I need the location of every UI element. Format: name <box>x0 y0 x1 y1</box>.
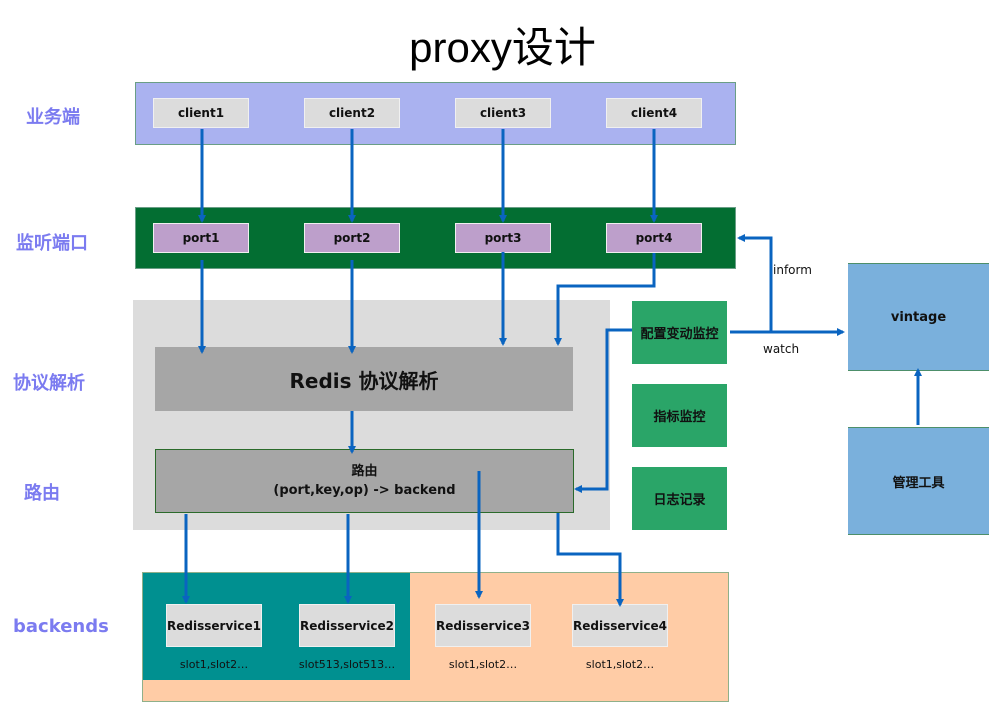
arrow-inform <box>737 234 773 332</box>
edge-label-watch: watch <box>763 342 800 356</box>
config-change-monitor[interactable]: 配置变动监控 <box>632 301 727 364</box>
router-title: 路由 <box>351 464 378 479</box>
backend-service-1[interactable]: Redisservice1 <box>166 604 262 647</box>
layer-label-clients: 业务端 <box>26 107 80 128</box>
layer-label-routing: 路由 <box>24 483 60 504</box>
client-box-4[interactable]: client4 <box>606 98 702 128</box>
backend-slots-2: slot513,slot513… <box>298 658 396 671</box>
router-box[interactable]: 路由 (port,key,op) -> backend <box>155 449 574 513</box>
port-box-4[interactable]: port4 <box>606 223 702 253</box>
port-box-3[interactable]: port3 <box>455 223 551 253</box>
diagram-title: proxy设计 <box>409 24 596 71</box>
backend-service-3[interactable]: Redisservice3 <box>435 604 531 647</box>
vintage-box[interactable]: vintage <box>848 263 989 371</box>
log-recorder[interactable]: 日志记录 <box>632 467 727 530</box>
port-box-1[interactable]: port1 <box>153 223 249 253</box>
router-rule: (port,key,op) -> backend <box>273 483 456 498</box>
port-box-2[interactable]: port2 <box>304 223 400 253</box>
arrow-config-router <box>574 328 632 493</box>
client-box-2[interactable]: client2 <box>304 98 400 128</box>
backend-service-4[interactable]: Redisservice4 <box>572 604 668 647</box>
arrow-port4-parser <box>554 253 656 346</box>
layer-label-protocol: 协议解析 <box>13 373 85 394</box>
edge-label-inform: inform <box>773 263 812 277</box>
client-box-3[interactable]: client3 <box>455 98 551 128</box>
backend-slots-3: slot1,slot2… <box>448 658 518 671</box>
layer-label-ports: 监听端口 <box>16 233 88 254</box>
redis-protocol-parser[interactable]: Redis 协议解析 <box>155 347 573 411</box>
backend-slots-1: slot1,slot2… <box>179 658 249 671</box>
arrow-router-service4 <box>556 513 624 607</box>
layer-label-backends: backends <box>13 616 109 637</box>
backend-slots-4: slot1,slot2… <box>585 658 655 671</box>
backend-service-2[interactable]: Redisservice2 <box>299 604 395 647</box>
admin-tool-box[interactable]: 管理工具 <box>848 427 989 535</box>
client-box-1[interactable]: client1 <box>153 98 249 128</box>
metrics-monitor[interactable]: 指标监控 <box>632 384 727 447</box>
